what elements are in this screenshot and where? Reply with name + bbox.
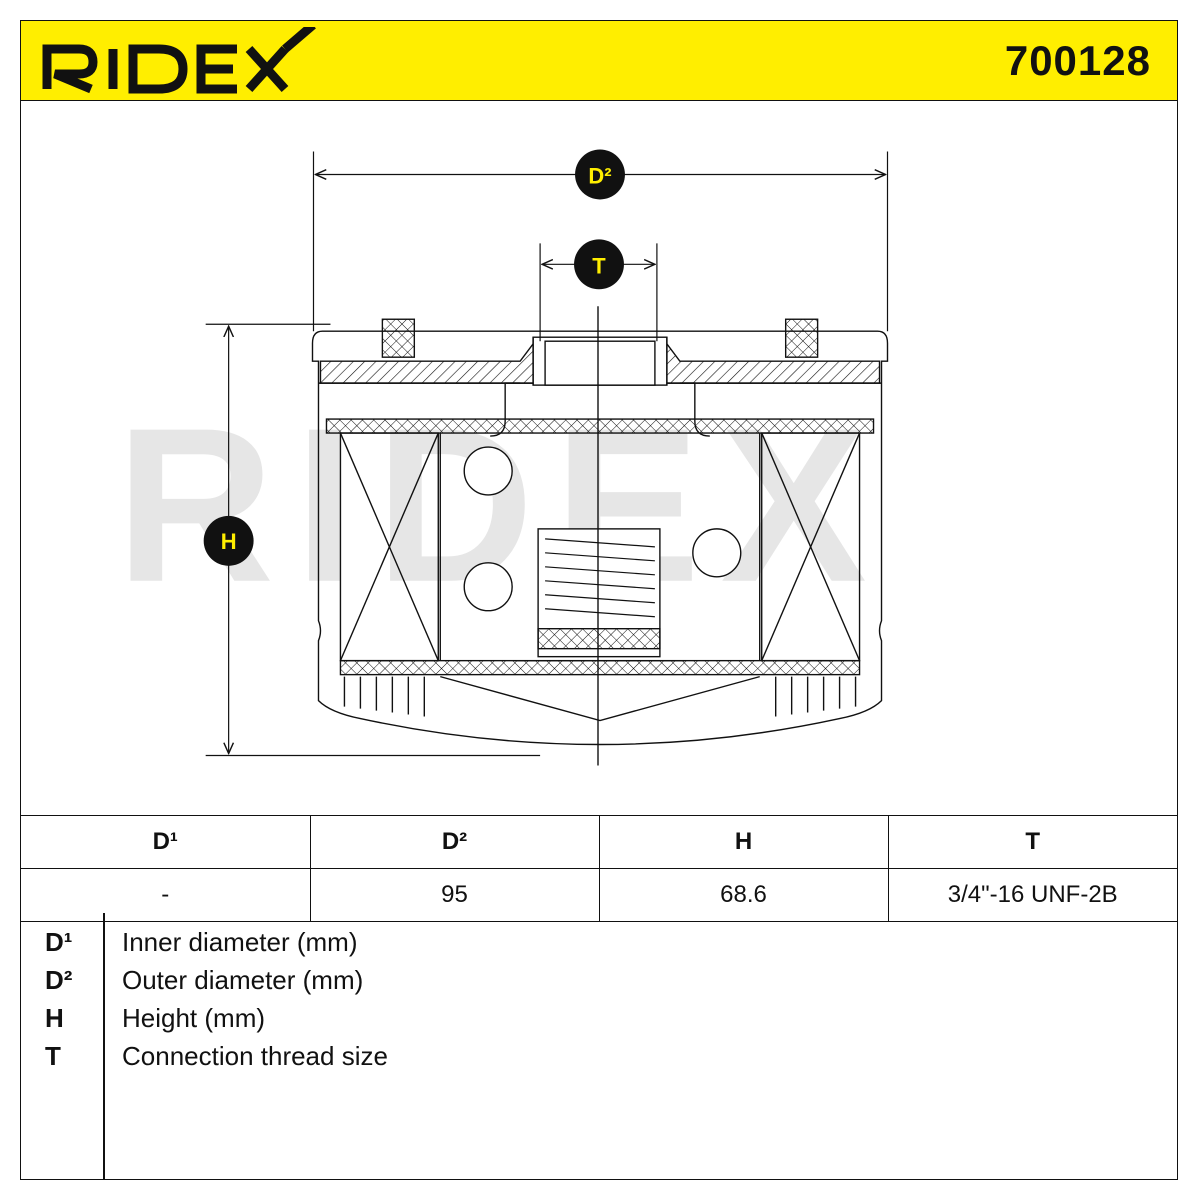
- datasheet-frame: 700128 RIDEX: [20, 20, 1178, 1180]
- header-d1: D¹: [21, 815, 311, 869]
- value-d1: -: [21, 868, 311, 922]
- h-badge-label: H: [221, 529, 237, 554]
- legend: D¹ Inner diameter (mm) D² Outer diameter…: [21, 913, 1177, 1179]
- value-d2: 95: [309, 868, 600, 922]
- dimension-table: D¹ D² H T - 95 68.6 3/4"-16 UNF-2B: [21, 815, 1177, 922]
- legend-symbol: D²: [45, 965, 73, 995]
- d2-badge-label: D²: [588, 163, 611, 188]
- legend-text: Outer diameter (mm): [122, 965, 364, 995]
- filter-body: [311, 318, 889, 746]
- header-d2: D²: [309, 815, 600, 869]
- legend-item: T Connection thread size: [21, 1041, 1177, 1079]
- legend-text: Inner diameter (mm): [122, 927, 358, 957]
- legend-divider: [103, 913, 105, 1179]
- legend-item: H Height (mm): [21, 1003, 1177, 1041]
- legend-text: Connection thread size: [122, 1041, 388, 1071]
- filter-cross-section-drawing: RIDEX: [116, 149, 889, 766]
- value-h: 68.6: [598, 868, 889, 922]
- d2-badge: [575, 149, 625, 200]
- legend-symbol: H: [45, 1003, 64, 1033]
- t-badge: [574, 239, 624, 290]
- h-dimension: [205, 323, 541, 757]
- header-t: T: [887, 815, 1177, 869]
- value-t: 3/4"-16 UNF-2B: [887, 868, 1177, 922]
- part-number: 700128: [1004, 37, 1151, 84]
- legend-item: D² Outer diameter (mm): [21, 965, 1177, 1003]
- table-header-row: D¹ D² H T: [21, 815, 1177, 869]
- h-badge: [203, 515, 254, 566]
- t-badge-label: T: [592, 253, 606, 278]
- legend-symbol: D¹: [45, 927, 73, 957]
- header-h: H: [598, 815, 889, 869]
- ridex-logo: [42, 27, 316, 94]
- legend-symbol: T: [45, 1041, 61, 1071]
- header-bar: 700128: [21, 21, 1177, 101]
- legend-item: D¹ Inner diameter (mm): [21, 927, 1177, 965]
- d2-dimension: [312, 151, 889, 332]
- legend-text: Height (mm): [122, 1003, 266, 1033]
- table-value-row: - 95 68.6 3/4"-16 UNF-2B: [21, 868, 1177, 922]
